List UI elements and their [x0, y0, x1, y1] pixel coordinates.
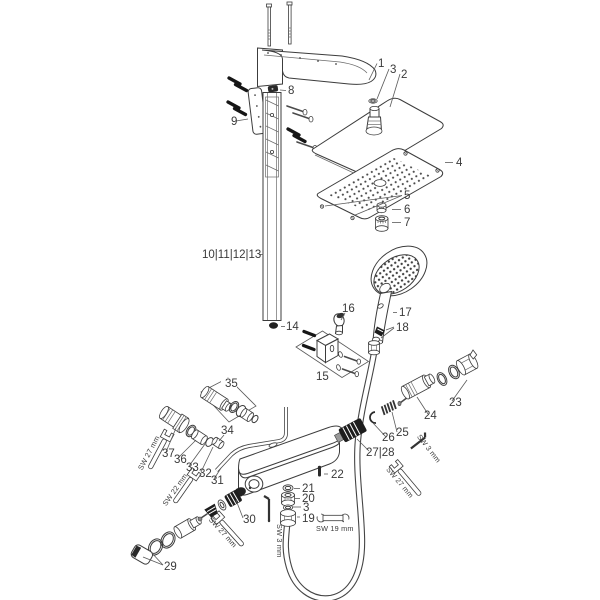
leader-lines [142, 63, 468, 566]
part-label-5: 5 [404, 190, 410, 202]
part-label-9: 9 [231, 116, 237, 128]
hex-key-sw3-center [263, 495, 271, 523]
part-label-34: 34 [221, 425, 234, 437]
aerator-part7 [375, 215, 389, 232]
part-label-31: 31 [211, 475, 224, 487]
part-label-26: 26 [382, 432, 395, 444]
ceiling-fixing-screws [266, 1, 293, 47]
arm-clip [267, 85, 279, 93]
wall-connector-right [400, 349, 479, 400]
part-label-7: 7 [404, 217, 410, 229]
part-label-8: 8 [288, 85, 294, 97]
shower-arm [257, 47, 377, 88]
head-connector-cone [365, 106, 383, 136]
part-label-22: 22 [331, 469, 344, 481]
slider-bracket-group [295, 329, 370, 378]
part-number-labels: 1 3 2 4 5 6 7 8 9 10|11|12|13 14 15 16 1… [162, 58, 463, 573]
pin-part22 [317, 465, 322, 477]
shower-column [262, 92, 282, 321]
part-label-29: 29 [164, 561, 177, 573]
part-label-30: 30 [243, 514, 256, 526]
part-label-2: 2 [401, 69, 407, 81]
column-end-stopper [269, 322, 278, 329]
connector-set-part35 [200, 377, 259, 424]
thermostat-body [234, 425, 343, 497]
temperature-dial [244, 475, 264, 493]
spray-plate [316, 148, 444, 221]
wrench-sw22-left [173, 467, 202, 504]
hex-key-sw3-right [410, 432, 427, 450]
part-label-4: 4 [456, 157, 463, 169]
wall-bracket-tube [215, 407, 288, 472]
wrench-sw19-center [316, 512, 350, 524]
mounting-screws [286, 105, 318, 152]
part-label-3-top: 3 [390, 64, 396, 76]
seal-ring-top [368, 98, 378, 104]
hand-shower-seal-parts [368, 326, 385, 356]
wrench-sw27-right [388, 458, 422, 496]
spring [380, 400, 397, 416]
spray-plate-corner-screws [319, 151, 440, 221]
part-label-35: 35 [225, 378, 238, 390]
part-label-37: 37 [162, 448, 175, 460]
part-label-27-28: 27|28 [366, 447, 395, 459]
part-label-24: 24 [424, 410, 437, 422]
part-label-15: 15 [316, 371, 329, 383]
overhead-shower-plate [311, 97, 444, 175]
cartridge-parts [173, 490, 242, 539]
part-label-16: 16 [342, 303, 355, 315]
part-label-36: 36 [174, 454, 187, 466]
part-label-23: 23 [449, 397, 462, 409]
part-label-17: 17 [399, 307, 412, 319]
part-label-10-13: 10|11|12|13 [202, 249, 261, 261]
part-label-33: 33 [186, 462, 199, 474]
connector-chain-left [159, 405, 225, 450]
part-label-18: 18 [396, 322, 409, 334]
hand-shower [370, 245, 428, 345]
part-label-21: 21 [302, 483, 315, 495]
nut-part6 [376, 202, 387, 214]
part-label-32: 32 [199, 468, 212, 480]
part-label-25: 25 [396, 427, 409, 439]
part-label-1: 1 [378, 58, 384, 70]
check-valve-parts [334, 397, 407, 443]
part-label-6: 6 [404, 204, 410, 216]
handle-parts [130, 531, 176, 565]
hose-connector-stack [280, 484, 296, 527]
tool-label-sw3-right: SW 3 mm [415, 433, 443, 465]
wrench-sw27-lower-left [210, 510, 244, 547]
part-label-19: 19 [302, 513, 315, 525]
part-label-3-mid: 3 [303, 502, 309, 514]
mounting-pins [226, 76, 249, 117]
clamp-lever [333, 312, 345, 336]
tool-label-sw19-center: SW 19 mm [316, 524, 354, 533]
part-label-20: 20 [302, 493, 315, 505]
tool-label-sw3-center: SW 3 mm [275, 524, 284, 557]
part-label-14: 14 [286, 321, 299, 333]
